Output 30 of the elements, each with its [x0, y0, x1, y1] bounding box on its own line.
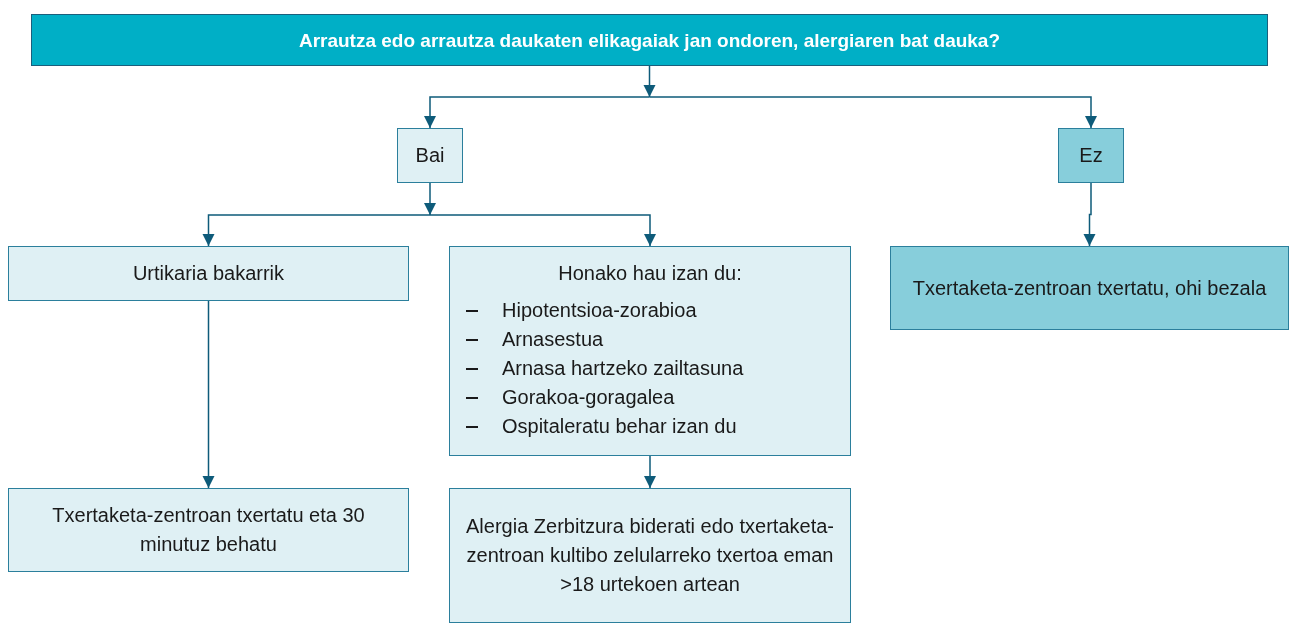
- list-item: Gorakoa-goragalea: [502, 385, 675, 410]
- process-box: [1058, 128, 1124, 183]
- question-text: Arrautza edo arrautza daukaten elikagaiak jan ondoren, alergiaren bat dauka?: [298, 28, 1001, 53]
- arrow: [202, 214, 431, 247]
- arrow: [424, 96, 651, 129]
- process-box: [890, 246, 1289, 330]
- list-item: Arnasestua: [502, 327, 604, 352]
- process-box: [397, 128, 463, 183]
- process-box: [449, 246, 851, 456]
- box-text: Urtikaria bakarrik: [132, 261, 285, 286]
- process-box: [8, 488, 409, 572]
- box-text: Bai: [415, 143, 445, 168]
- box-text: Txertaketa-zentroan txertatu eta 30 minutuz behatu: [51, 503, 366, 557]
- arrow: [429, 214, 656, 247]
- box-heading: Honako hau izan du:: [558, 261, 742, 286]
- arrow: [424, 182, 436, 216]
- list-item: Hipotentsioa-zorabioa: [502, 298, 697, 323]
- box-text: Txertaketa-zentroan txertatu, ohi bezala: [912, 275, 1267, 301]
- arrow: [644, 455, 656, 489]
- arrow: [202, 300, 215, 489]
- process-box: [449, 488, 851, 623]
- list-item: Ospitaleratu behar izan du: [502, 414, 737, 439]
- box-text: Alergia Zerbitzura biderati edo txertaketa-zentroan kultibo zelularreko txertoa eman >18 urtekoen artean: [465, 514, 835, 597]
- box-text: Ez: [1079, 143, 1103, 168]
- list-item: Arnasa hartzeko zailtasuna: [502, 356, 744, 381]
- arrow: [648, 96, 1097, 129]
- question-box: [31, 14, 1268, 66]
- process-box: [8, 246, 409, 301]
- arrow: [643, 65, 656, 98]
- arrow: [1083, 182, 1096, 247]
